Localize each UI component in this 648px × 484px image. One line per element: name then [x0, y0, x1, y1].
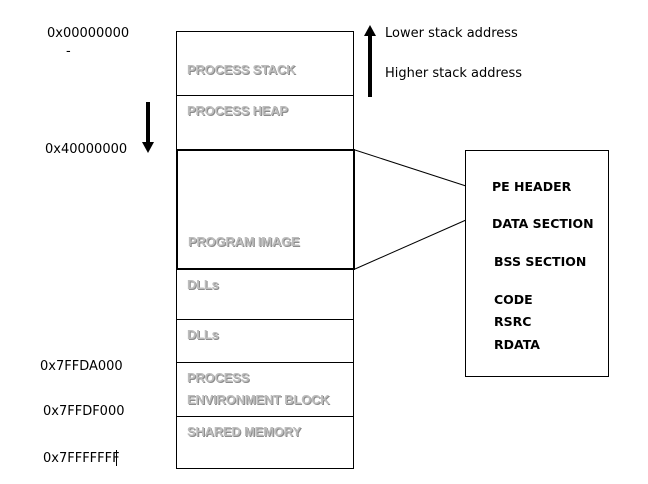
higher-stack-address-note: Higher stack address: [385, 66, 523, 81]
program-image-box: [176, 149, 355, 270]
address-0x7fffffff: 0x7FFFFFFF: [43, 451, 120, 466]
divider-stack-heap: [176, 95, 354, 96]
segment-process-heap: PROCESS HEAP: [187, 103, 288, 118]
address-0x00000000: 0x00000000: [47, 26, 130, 41]
segment-peb-line1: PROCESS: [187, 370, 250, 385]
pe-item-rdata: RDATA: [494, 337, 540, 352]
pe-item-code: CODE: [494, 292, 533, 307]
segment-peb-line2: ENVIRONMENT BLOCK: [187, 392, 330, 407]
divider-dll2-peb: [176, 362, 354, 363]
lower-stack-address-note: Lower stack address: [385, 26, 518, 41]
segment-shared-memory: SHARED MEMORY: [187, 424, 301, 439]
text-cursor: [116, 450, 117, 466]
address-dash: -: [66, 44, 71, 59]
pe-sections-box: [465, 150, 609, 377]
segment-dlls-1: DLLs: [187, 277, 219, 292]
connector-top: [354, 149, 467, 187]
segment-program-image: PROGRAM IMAGE: [188, 234, 300, 249]
pe-item-rsrc: RSRC: [494, 314, 532, 329]
address-0x40000000: 0x40000000: [45, 142, 128, 157]
divider-dll1-dll2: [176, 319, 354, 320]
segment-dlls-2: DLLs: [187, 327, 219, 342]
address-0x7ffdf000: 0x7FFDF000: [43, 404, 125, 419]
segment-process-stack: PROCESS STACK: [187, 62, 296, 77]
up-arrow-icon: [364, 25, 376, 97]
pe-item-pe-header: PE HEADER: [492, 179, 572, 194]
pe-item-bss-section: BSS SECTION: [494, 254, 587, 269]
connector-bottom: [354, 219, 467, 270]
pe-item-data-section: DATA SECTION: [492, 216, 594, 231]
address-0x7ffda000: 0x7FFDA000: [40, 359, 123, 374]
down-arrow-icon: [142, 102, 154, 153]
divider-peb-shared: [176, 416, 354, 417]
